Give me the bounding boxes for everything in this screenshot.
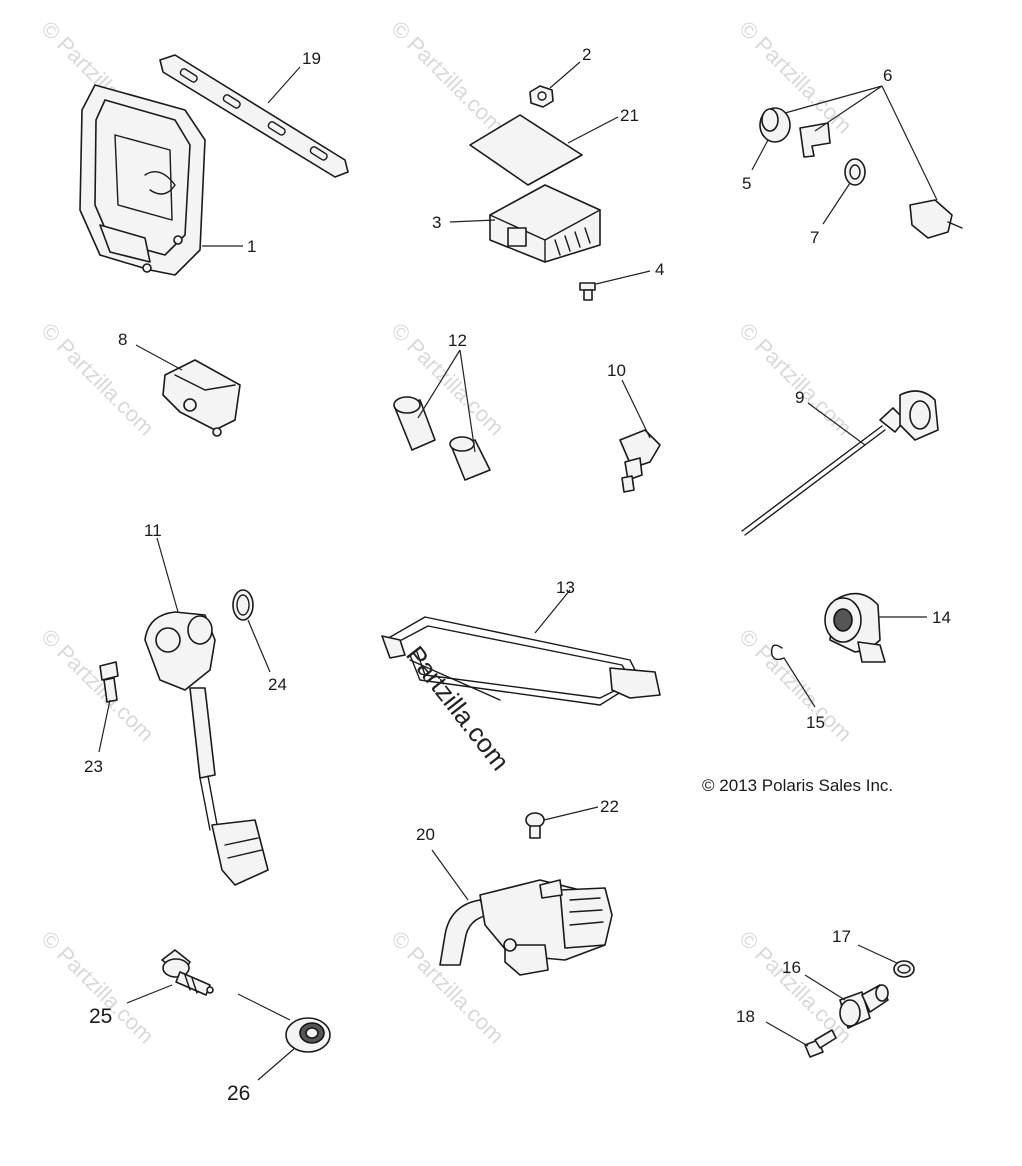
part-18-bolt: [804, 1029, 837, 1058]
callout-8: 8: [118, 330, 127, 349]
part-4-screw: [579, 282, 596, 301]
callout-17: 17: [832, 927, 851, 946]
part-9-probe: [741, 390, 939, 536]
part-25-sensor: [161, 949, 214, 996]
callout-9: 9: [795, 388, 804, 407]
callout-21: 21: [620, 106, 639, 125]
watermark: © Partzilla.com: [36, 926, 159, 1049]
part-6-sensor: [909, 199, 963, 239]
watermark: © Partzilla.com: [36, 624, 159, 747]
callout-23: 23: [84, 757, 103, 776]
part-14-knock-sensor: [824, 592, 886, 663]
center-watermark: Partzilla.com: [400, 640, 515, 776]
part-20-valve: [439, 879, 613, 976]
callout-11: 11: [144, 521, 162, 540]
part-23-bolt: [99, 661, 119, 703]
callout-26: 26: [227, 1082, 250, 1105]
copyright: © 2013 Polaris Sales Inc.: [702, 776, 893, 795]
callout-22: 22: [600, 797, 619, 816]
callout-15: 15: [806, 713, 825, 732]
part-10-temp-sensor: [619, 429, 661, 493]
callout-7: 7: [810, 228, 819, 247]
watermark: © Partzilla.com: [386, 16, 509, 139]
callout-25: 25: [89, 1005, 112, 1028]
part-24-oring: [232, 589, 254, 621]
part-26-grommet: [285, 1017, 331, 1053]
callout-24: 24: [268, 675, 287, 694]
part-8-map-sensor: [162, 359, 241, 437]
part-1-ecu: [79, 84, 206, 276]
callout-14: 14: [932, 608, 951, 627]
callout-12: 12: [448, 331, 467, 350]
watermark: © Partzilla.com: [734, 318, 857, 441]
part-19-bracket: [159, 54, 349, 178]
part-2-nut: [529, 85, 554, 108]
part-16-angle-sensor: [839, 984, 889, 1029]
callout-13: 13: [556, 578, 575, 597]
callout-18: 18: [736, 1007, 755, 1026]
callout-6: 6: [883, 66, 892, 85]
watermark: © Partzilla.com: [734, 16, 857, 139]
callout-20: 20: [416, 825, 435, 844]
callout-3: 3: [432, 213, 441, 232]
part-17-oring: [893, 960, 915, 978]
callout-4: 4: [655, 260, 664, 279]
watermark: © Partzilla.com: [36, 318, 159, 441]
callout-5: 5: [742, 174, 751, 193]
part-3-regulator: [489, 184, 601, 263]
callout-10: 10: [607, 361, 626, 380]
callout-16: 16: [782, 958, 801, 977]
part-6-clip: [799, 122, 831, 158]
callout-1: 1: [247, 237, 256, 256]
part-13-harness: [381, 616, 661, 706]
part-7-washer: [844, 158, 866, 186]
callout-2: 2: [582, 45, 591, 64]
part-15-clip: [771, 644, 785, 661]
part-5-cap: [759, 107, 791, 143]
part-11-tps: [144, 611, 269, 886]
part-22-screw: [525, 812, 545, 839]
callout-19: 19: [302, 49, 321, 68]
part-21-plate: [469, 114, 583, 186]
part-12-plugs: [393, 396, 491, 481]
